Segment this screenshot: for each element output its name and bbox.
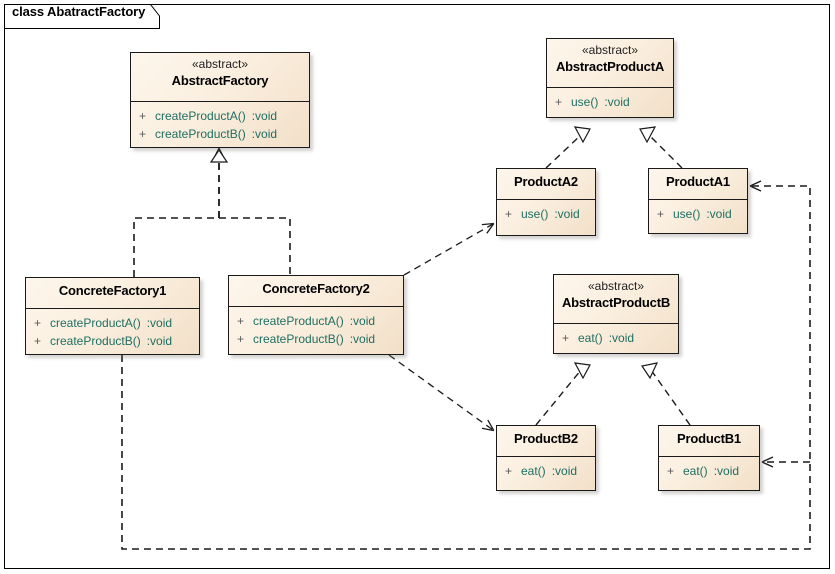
- frame-title: class AbatractFactory: [12, 4, 146, 19]
- operation-return-type: :void: [349, 314, 376, 328]
- uml-class-name: ConcreteFactory1: [58, 283, 167, 298]
- operation-name: use(): [521, 207, 549, 221]
- uml-operation[interactable]: + createProductA() :void: [131, 107, 309, 125]
- uml-class-name: ProductA2: [514, 174, 578, 189]
- uml-class-name: ProductB1: [677, 431, 741, 446]
- uml-operations-compartment: + createProductA() :void + createProductB():…: [131, 102, 309, 148]
- operation-return-type: :void: [608, 331, 635, 345]
- uml-operation[interactable]: + createProductA() :void: [229, 312, 403, 330]
- uml-class-concrete-factory-1[interactable]: ConcreteFactory1 + createProductA() :void + c…: [25, 277, 200, 355]
- operation-name: createProductA(): [50, 316, 141, 330]
- uml-operation[interactable]: + createProductB() :void: [26, 332, 199, 350]
- operation-return-type: :void: [349, 332, 376, 346]
- operation-return-type: :void: [551, 464, 578, 478]
- operation-return-type: :void: [554, 207, 580, 221]
- operation-visibility: +: [505, 207, 513, 221]
- uml-class-product-a1[interactable]: ProductA1 + use() :void: [648, 168, 748, 234]
- uml-operations-compartment: + use() :void: [547, 88, 673, 116]
- realization-productb2-to-abstractproductb: [535, 362, 591, 426]
- uml-class-name: ProductB2: [514, 431, 578, 446]
- uml-class-name: ConcreteFactory2: [262, 281, 370, 296]
- operation-visibility: +: [237, 314, 245, 328]
- operation-return-type: :void: [251, 109, 278, 123]
- operation-visibility: +: [555, 95, 563, 109]
- operation-name: createProductA(): [155, 109, 246, 123]
- operation-return-type: :void: [146, 316, 173, 330]
- uml-operations-compartment: + eat() :void: [497, 457, 595, 485]
- uml-class-abstract-product-b[interactable]: «abstract» AbstractProductB + eat() :void: [553, 274, 679, 354]
- uml-operation[interactable]: + use() :void: [497, 205, 595, 223]
- uml-class-header: ProductA1: [649, 169, 747, 200]
- dependency-concretefactory1-to-products: [121, 180, 811, 550]
- operation-return-type: :void: [146, 334, 173, 348]
- uml-stereotype: «abstract»: [581, 43, 639, 57]
- uml-class-name: AbstractProductB: [561, 295, 671, 310]
- uml-class-header: «abstract» AbstractProductA: [547, 39, 673, 88]
- uml-operation[interactable]: + eat() :void: [497, 462, 595, 480]
- uml-operation[interactable]: + eat() :void: [659, 462, 759, 480]
- operation-name: eat(): [683, 464, 708, 478]
- operation-return-type: :void: [713, 464, 740, 478]
- realization-producta1-to-abstractproducta: [639, 126, 683, 169]
- operation-visibility: +: [667, 464, 675, 478]
- dependency-concretefactory2-to-productb2: [388, 354, 495, 432]
- realization-producta2-to-abstractproducta: [545, 126, 591, 169]
- operation-visibility: +: [237, 332, 245, 346]
- uml-class-product-b1[interactable]: ProductB1 + eat() :void: [658, 425, 760, 491]
- operation-visibility: +: [34, 334, 42, 348]
- operation-visibility: +: [657, 207, 665, 221]
- uml-operations-compartment: + eat() :void: [659, 457, 759, 485]
- operation-name: use(): [571, 95, 599, 109]
- uml-class-header: «abstract» AbstractFactory: [131, 53, 309, 102]
- uml-operation[interactable]: + createProductB() :void: [229, 330, 403, 348]
- operation-name: createProductA(): [253, 314, 344, 328]
- operation-return-type: :void: [604, 95, 630, 109]
- uml-operations-compartment: + createProductA() :void + createProductB():…: [26, 309, 199, 355]
- operation-name: eat(): [521, 464, 546, 478]
- uml-class-product-b2[interactable]: ProductB2 + eat() :void: [496, 425, 596, 491]
- uml-class-header: «abstract» AbstractProductB: [554, 275, 678, 324]
- uml-class-abstract-product-a[interactable]: «abstract» AbstractProductA + use() :void: [546, 38, 674, 118]
- operation-name: use(): [673, 207, 701, 221]
- operation-name: createProductB(): [50, 334, 141, 348]
- uml-operation[interactable]: + createProductB() :void: [131, 125, 309, 143]
- uml-class-name: AbstractFactory: [171, 73, 269, 88]
- uml-class-product-a2[interactable]: ProductA2 + use() :void: [496, 168, 596, 236]
- uml-class-name: AbstractProductA: [555, 59, 665, 74]
- uml-class-header: ConcreteFactory2: [229, 276, 403, 307]
- uml-class-name: ProductA1: [666, 174, 730, 189]
- uml-class-abstract-factory[interactable]: «abstract» AbstractFactory + createProductA…: [130, 52, 310, 148]
- operation-return-type: :void: [251, 127, 278, 141]
- operation-name: createProductB(): [253, 332, 344, 346]
- uml-class-header: ProductB1: [659, 426, 759, 457]
- operation-name: createProductB(): [155, 127, 246, 141]
- operation-return-type: :void: [706, 207, 732, 221]
- uml-operation[interactable]: + createProductA() :void: [26, 314, 199, 332]
- uml-operation[interactable]: + use() :void: [649, 205, 747, 223]
- uml-stereotype: «abstract»: [191, 57, 249, 71]
- realization-concretefactories-to-abstractfactory: [133, 146, 291, 277]
- uml-operations-compartment: + eat() :void: [554, 324, 678, 352]
- operation-visibility: +: [139, 127, 147, 141]
- operation-visibility: +: [34, 316, 42, 330]
- operation-visibility: +: [562, 331, 570, 345]
- dependency-concretefactory2-to-producta2: [403, 222, 495, 276]
- uml-operations-compartment: + createProductA() :void + createProductB():…: [229, 307, 403, 353]
- uml-operations-compartment: + use() :void: [649, 200, 747, 228]
- uml-operations-compartment: + use() :void: [497, 200, 595, 228]
- uml-class-header: ProductA2: [497, 169, 595, 200]
- uml-class-header: ConcreteFactory1: [26, 278, 199, 309]
- uml-class-concrete-factory-2[interactable]: ConcreteFactory2 + createProductA() :void + c…: [228, 275, 404, 355]
- uml-class-header: ProductB2: [497, 426, 595, 457]
- uml-operation[interactable]: + use() :void: [547, 93, 673, 111]
- uml-operation[interactable]: + eat() :void: [554, 329, 678, 347]
- operation-visibility: +: [505, 464, 513, 478]
- operation-name: eat(): [578, 331, 603, 345]
- uml-stereotype: «abstract»: [587, 279, 645, 293]
- realization-productb1-to-abstractproductb: [641, 362, 691, 426]
- operation-visibility: +: [139, 109, 147, 123]
